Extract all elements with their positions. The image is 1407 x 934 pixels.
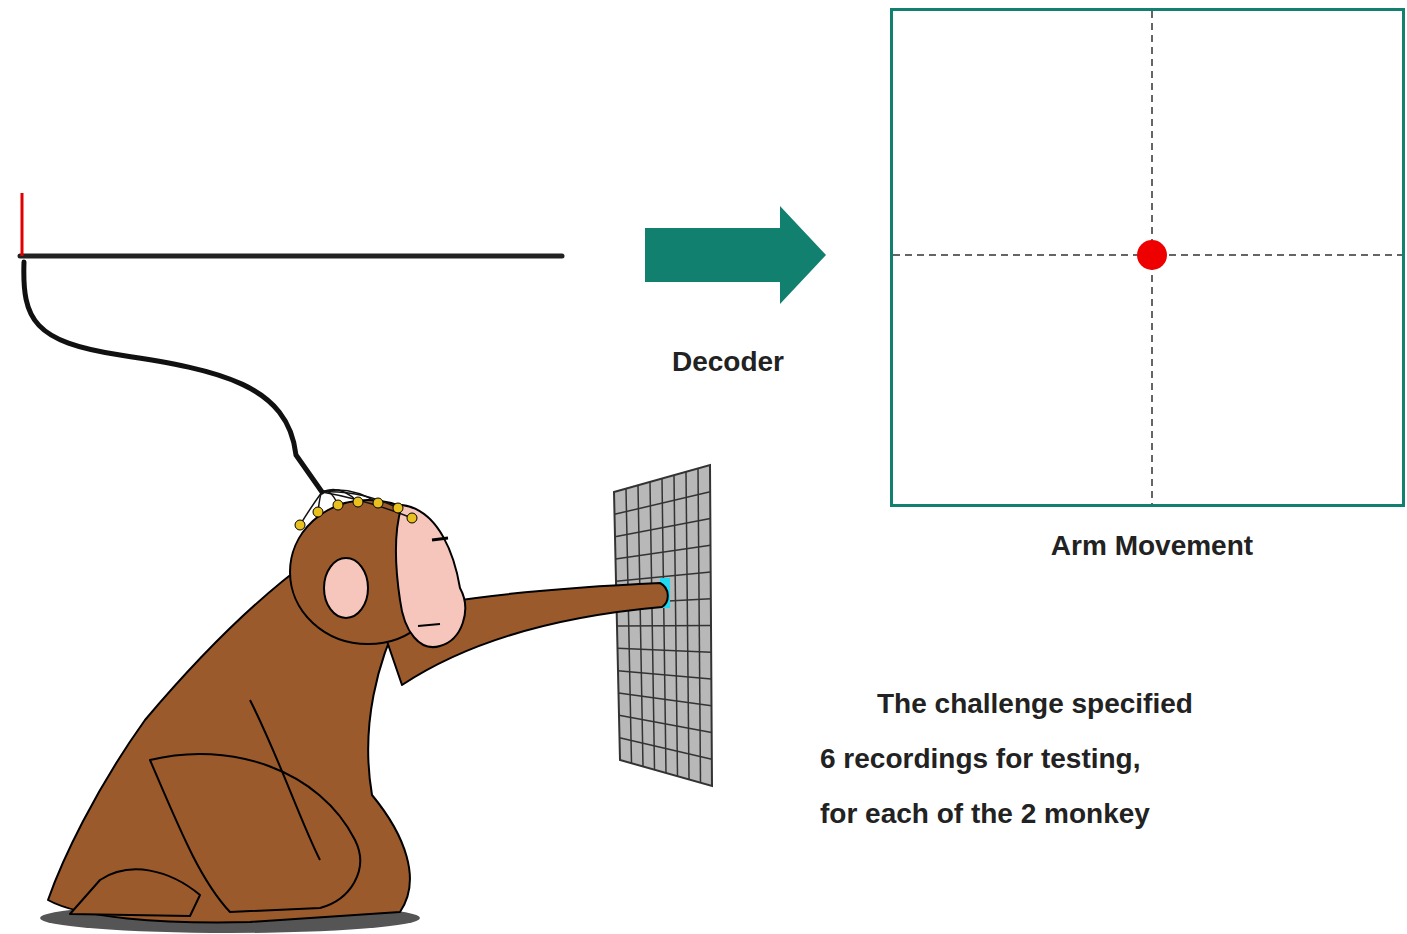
crosshair: [890, 8, 1405, 507]
note-text: 6 recordings for testing,: [820, 742, 1141, 776]
plot-box: Arm Movement: [890, 8, 1405, 577]
box-caption: Arm Movement: [1051, 529, 1253, 563]
arrow-label: Decoder: [672, 345, 784, 379]
signal-line: [20, 254, 562, 259]
spike-tick: [21, 193, 24, 256]
screen-grid: [615, 468, 712, 782]
decoder-arrow: [645, 206, 826, 304]
cable: [24, 262, 322, 492]
note-text: for each of the 2 monkey: [820, 797, 1150, 831]
touch-screen: [614, 465, 712, 786]
note-text: The challenge specified: [877, 687, 1193, 721]
electrode-array: [295, 490, 417, 530]
cursor-dot: [1137, 240, 1167, 270]
monkey: [48, 500, 668, 922]
